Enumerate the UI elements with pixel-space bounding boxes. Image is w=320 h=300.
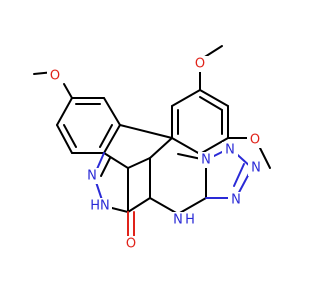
atom-n-ring-1: N bbox=[225, 143, 235, 158]
dimethoxyphenyl-ring bbox=[171, 45, 271, 169]
methoxyphenyl-ring bbox=[33, 71, 121, 154]
atom-n-bottom: N bbox=[173, 213, 183, 228]
fused-core-bonds bbox=[103, 124, 207, 215]
atom-o-methoxy-left: O bbox=[50, 69, 60, 84]
atom-n-ring-2: N bbox=[251, 161, 261, 176]
atom-labels: O O O N N N N N HN N H O bbox=[47, 56, 264, 252]
atom-h-bottom: H bbox=[185, 213, 195, 228]
atom-n-ring-3: N bbox=[231, 193, 241, 208]
atom-o-methoxy-right: O bbox=[250, 133, 260, 148]
atom-o-carbonyl: O bbox=[126, 237, 136, 252]
atom-n-pyridazine-2: HN bbox=[90, 199, 110, 214]
atom-n-pyridazine-1: N bbox=[87, 169, 97, 184]
molecule-structure-diagram: O O O N N N N N HN N H O bbox=[33, 45, 271, 252]
atom-n-ring-4: N bbox=[201, 153, 211, 168]
atom-o-top: O bbox=[195, 57, 205, 72]
